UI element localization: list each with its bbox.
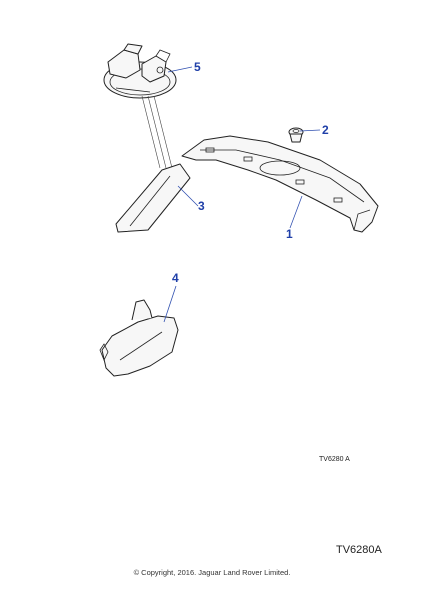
- drawing-ref-large: TV6280A: [336, 544, 382, 556]
- part-3-foam-strip: [115, 163, 191, 233]
- part-4-cover: [99, 299, 179, 377]
- callout-1: 1: [286, 227, 293, 241]
- leader-lines: [163, 66, 321, 323]
- leader-5: [167, 66, 193, 73]
- leader-3: [177, 185, 199, 207]
- leader-2: [299, 129, 321, 132]
- callout-5: 5: [194, 60, 201, 74]
- callout-3: 3: [198, 199, 205, 213]
- part-1-trim-panel: [181, 135, 379, 233]
- leader-4: [163, 285, 177, 323]
- part-5-sender-flange: [103, 43, 177, 99]
- callout-4: 4: [172, 271, 179, 285]
- callout-2: 2: [322, 123, 329, 137]
- drawing-ref-small: TV6280 A: [319, 456, 350, 463]
- assembly-guide-lines: [141, 95, 173, 169]
- copyright-notice: © Copyright, 2016. Jaguar Land Rover Lim…: [133, 568, 291, 577]
- leader-1: [289, 195, 303, 229]
- part-2-push-clip: [288, 127, 304, 143]
